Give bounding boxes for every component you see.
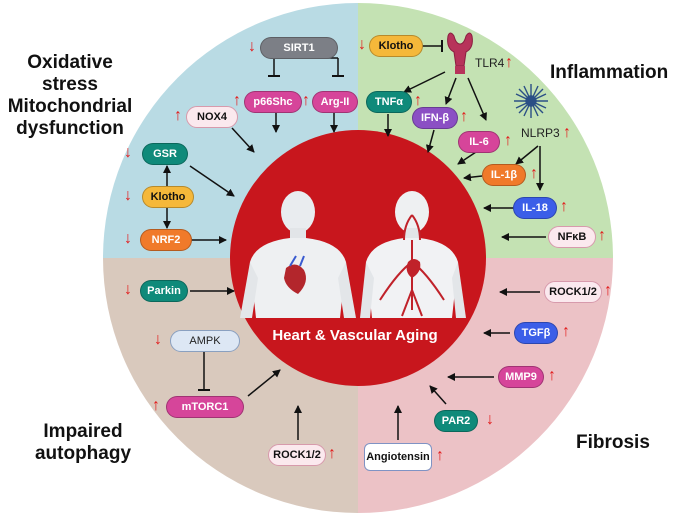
il6-up-arrow: ↑	[504, 132, 512, 149]
tnfa-node: TNFα	[366, 91, 412, 113]
nlrp3-up-arrow: ↑	[563, 124, 571, 141]
oxidative-stress-title: Oxidative stress Mitochondrial dysfuncti…	[2, 52, 138, 140]
title-line: dysfunction	[16, 118, 124, 139]
par2-down-arrow: ↓	[486, 411, 494, 428]
nrf2-node: NRF2	[140, 229, 192, 251]
nfkb-up-arrow: ↑	[598, 227, 606, 244]
tgfb-node: TGFβ	[514, 322, 558, 344]
gsr-down-arrow: ↓	[124, 144, 132, 161]
sirt1-down-arrow: ↓	[248, 38, 256, 55]
title-line: stress	[42, 74, 98, 95]
ampk-down-arrow: ↓	[154, 331, 162, 348]
inflammation-title: Inflammation	[550, 62, 669, 83]
nlrp3-label: NLRP3	[521, 126, 560, 140]
center-title: Heart & Vascular Aging	[272, 327, 438, 344]
mmp9-up-arrow: ↑	[548, 367, 556, 384]
tgfb-up-arrow: ↑	[562, 323, 570, 340]
angiotensin-node: Angiotensin	[364, 443, 432, 471]
nfkb-node: NFκB	[548, 226, 596, 248]
rock-right-node: ROCK1/2	[544, 281, 602, 303]
tnfa-up-arrow: ↑	[414, 92, 422, 109]
human-heart-figure	[240, 191, 356, 318]
tlr4-receptor-icon	[447, 32, 473, 74]
rock-right-up-arrow: ↑	[604, 282, 612, 299]
arg2-node: Arg-II	[312, 91, 358, 113]
pathway-connectors	[163, 40, 546, 440]
mtorc1-node: mTORC1	[166, 396, 244, 418]
klotho-right-node: Klotho	[369, 35, 423, 57]
parkin-down-arrow: ↓	[124, 281, 132, 298]
nox4-node: NOX4	[186, 106, 238, 128]
arg2-up-arrow: ↑	[302, 92, 310, 109]
par2-node: PAR2	[434, 410, 478, 432]
ifnb-node: IFN-β	[412, 107, 458, 129]
sirt1-node: SIRT1	[260, 37, 338, 59]
fibrosis-title: Fibrosis	[576, 432, 650, 453]
title-line: Oxidative	[27, 52, 113, 73]
il18-node: IL-18	[513, 197, 557, 219]
p66shc-node: p66Shc	[244, 91, 302, 113]
title-line: autophagy	[34, 443, 132, 464]
ampk-node: AMPK	[170, 330, 240, 352]
impaired-autophagy-title: Impaired autophagy	[28, 421, 138, 465]
parkin-node: Parkin	[140, 280, 188, 302]
il18-up-arrow: ↑	[560, 198, 568, 215]
title-line: Mitochondrial	[7, 96, 133, 117]
title-line: Impaired	[43, 421, 123, 442]
heart-organ-icon	[284, 264, 306, 294]
klotho-left-down-arrow: ↓	[124, 187, 132, 204]
mtorc1-up-arrow: ↑	[152, 397, 160, 414]
gsr-node: GSR	[142, 143, 188, 165]
klotho-right-down-arrow: ↓	[358, 36, 366, 53]
il1b-up-arrow: ↑	[530, 165, 538, 182]
p66shc-up-arrow: ↑	[233, 92, 241, 109]
angiotensin-up-arrow: ↑	[436, 447, 444, 464]
il1b-node: IL-1β	[482, 164, 526, 186]
tlr4-up-arrow: ↑	[505, 54, 513, 71]
nox4-up-arrow: ↑	[174, 107, 182, 124]
human-vascular-figure	[360, 191, 466, 318]
tlr4-label: TLR4	[475, 56, 505, 70]
rock-left-node: ROCK1/2	[268, 444, 326, 466]
klotho-left-node: Klotho	[142, 186, 194, 208]
rock-left-up-arrow: ↑	[328, 445, 336, 462]
mmp9-node: MMP9	[498, 366, 544, 388]
ifnb-up-arrow: ↑	[460, 108, 468, 125]
il6-node: IL-6	[458, 131, 500, 153]
nrf2-down-arrow: ↓	[124, 230, 132, 247]
nlrp3-inflammasome-icon	[514, 84, 548, 118]
